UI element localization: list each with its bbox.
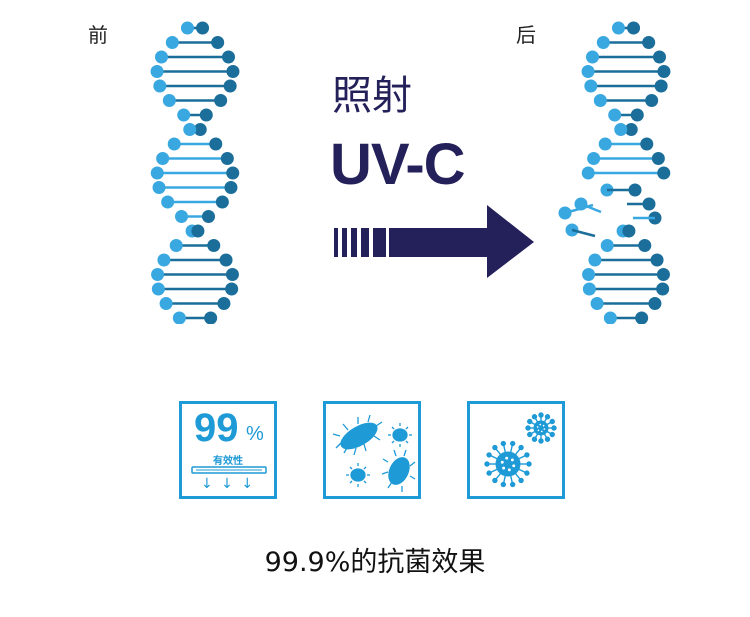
down-arrows-icon: ↓ ↓ ↓ [200, 476, 256, 492]
dna-after-icon [558, 21, 671, 324]
virus-icon [484, 412, 557, 488]
bacteria-card [323, 401, 421, 499]
dna-before-icon [150, 21, 240, 324]
efficacy-label: 有效性 [213, 456, 243, 467]
before-label: 前 [88, 23, 108, 47]
right-arrow-icon [334, 205, 534, 278]
virus-card [467, 401, 565, 499]
uv-lamp-icon [191, 466, 267, 474]
efficacy-unit: % [246, 423, 264, 445]
efficacy-card: 99 % 有效性 ↓ ↓ ↓ [179, 401, 277, 499]
efficacy-value: 99 [194, 406, 239, 450]
headline-uvc: UV-C [330, 132, 466, 197]
caption: 99.9%的抗菌效果 [264, 547, 486, 578]
after-label: 后 [516, 23, 536, 47]
headline-irradiate: 照射 [332, 73, 412, 119]
bacteria-icon [332, 414, 416, 492]
